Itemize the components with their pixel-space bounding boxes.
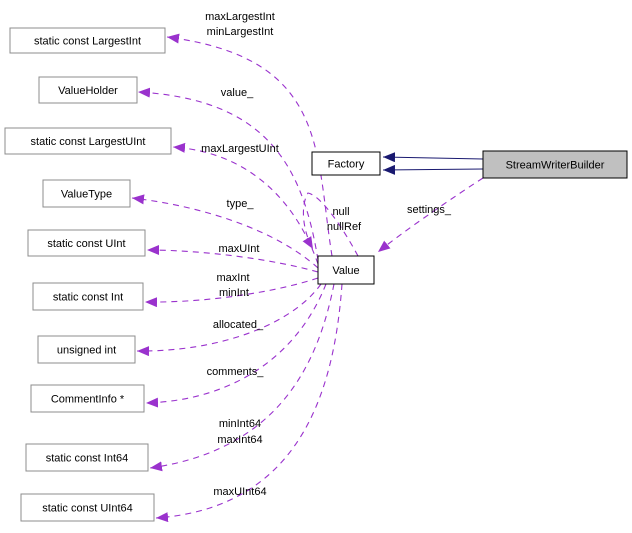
- node-value[interactable]: Value: [317, 255, 375, 285]
- edge-label-allocated-: allocated_: [213, 319, 264, 331]
- edge-value-to-comment-info: [145, 283, 327, 408]
- node-largest-int: static const LargestInt: [9, 27, 166, 54]
- node-box-value-holder: [38, 76, 138, 104]
- edge-value-to-largest-int: [166, 33, 333, 257]
- edge-label-layer: maxLargestInt minLargestInt value_ maxLarge…: [201, 11, 452, 498]
- edge-value-to-int: [144, 277, 319, 308]
- node-label-factory: Factory: [328, 159, 365, 171]
- node-factory[interactable]: Factory: [311, 151, 381, 176]
- node-box-int: [32, 282, 144, 311]
- edge-label-nullref: nullRef: [327, 221, 362, 233]
- node-box-value-type: [42, 179, 131, 208]
- edge-label-type-: type_: [227, 198, 255, 210]
- node-box-largest-uint: [4, 127, 172, 155]
- edge-label-minint: minInt: [219, 287, 249, 299]
- edge-label-maxlargestint: maxLargestInt: [205, 11, 275, 23]
- node-int: static const Int: [32, 282, 144, 311]
- edge-stream-writer-builder-to-factory: [382, 152, 484, 163]
- edge-label-minint64: minInt64: [219, 418, 261, 430]
- node-box-largest-int: [9, 27, 166, 54]
- node-label-uint: static const UInt: [47, 238, 125, 250]
- edge-value-to-value-type: [131, 194, 319, 269]
- node-box-value[interactable]: [317, 255, 375, 285]
- node-box-unsigned-int: [37, 335, 136, 364]
- node-largest-uint: static const LargestUInt: [4, 127, 172, 155]
- node-label-uint64: static const UInt64: [42, 503, 133, 515]
- node-stream-writer-builder[interactable]: StreamWriterBuilder: [482, 150, 628, 179]
- node-label-largest-int: static const LargestInt: [34, 36, 141, 48]
- node-box-factory[interactable]: [311, 151, 381, 176]
- edge-label-maxuint64: maxUInt64: [213, 486, 266, 498]
- edge-label-value-: value_: [221, 87, 254, 99]
- edge-label-comments-: comments_: [207, 366, 265, 378]
- node-label-value-holder: ValueHolder: [58, 85, 118, 97]
- edge-label-minlargestint: minLargestInt: [207, 26, 274, 38]
- edge-stream-writer-builder-to-factory: [382, 164, 484, 175]
- node-label-unsigned-int: unsigned int: [57, 345, 116, 357]
- node-int64: static const Int64: [25, 443, 149, 472]
- node-label-comment-info: CommentInfo *: [51, 394, 125, 406]
- edge-label-null: null: [332, 206, 349, 218]
- node-label-value-type: ValueType: [61, 189, 112, 201]
- node-value-type: ValueType: [42, 179, 131, 208]
- edge-label-maxuint: maxUInt: [219, 243, 260, 255]
- node-label-largest-uint: static const LargestUInt: [31, 136, 146, 148]
- node-label-value: Value: [332, 265, 359, 277]
- edge-value-to-value: [302, 192, 359, 257]
- edge-label-maxint: maxInt: [216, 272, 249, 284]
- edge-value-to-uint64: [155, 283, 343, 523]
- edge-stream-writer-builder-to-value: [377, 177, 484, 253]
- node-box-uint64: [20, 493, 155, 522]
- node-label-stream-writer-builder: StreamWriterBuilder: [506, 160, 605, 172]
- node-comment-info: CommentInfo *: [30, 384, 145, 413]
- node-box-comment-info: [30, 384, 145, 413]
- edge-label-maxint64: maxInt64: [217, 434, 262, 446]
- node-label-int64: static const Int64: [46, 453, 129, 465]
- node-box-uint: [27, 229, 146, 257]
- edge-value-to-unsigned-int: [136, 283, 322, 357]
- edge-layer: [131, 33, 484, 523]
- edge-value-to-largest-uint: [172, 142, 319, 265]
- node-unsigned-int: unsigned int: [37, 335, 136, 364]
- node-label-int: static const Int: [53, 292, 123, 304]
- edge-label-settings-: settings_: [407, 204, 452, 216]
- edge-value-to-int64: [149, 283, 335, 472]
- edge-label-maxlargestuint: maxLargestUInt: [201, 143, 279, 155]
- node-uint64: static const UInt64: [20, 493, 155, 522]
- node-box-int64: [25, 443, 149, 472]
- node-uint: static const UInt: [27, 229, 146, 257]
- node-value-holder: ValueHolder: [38, 76, 138, 104]
- node-box-stream-writer-builder[interactable]: [482, 150, 628, 179]
- edge-value-to-value-holder: [137, 87, 319, 261]
